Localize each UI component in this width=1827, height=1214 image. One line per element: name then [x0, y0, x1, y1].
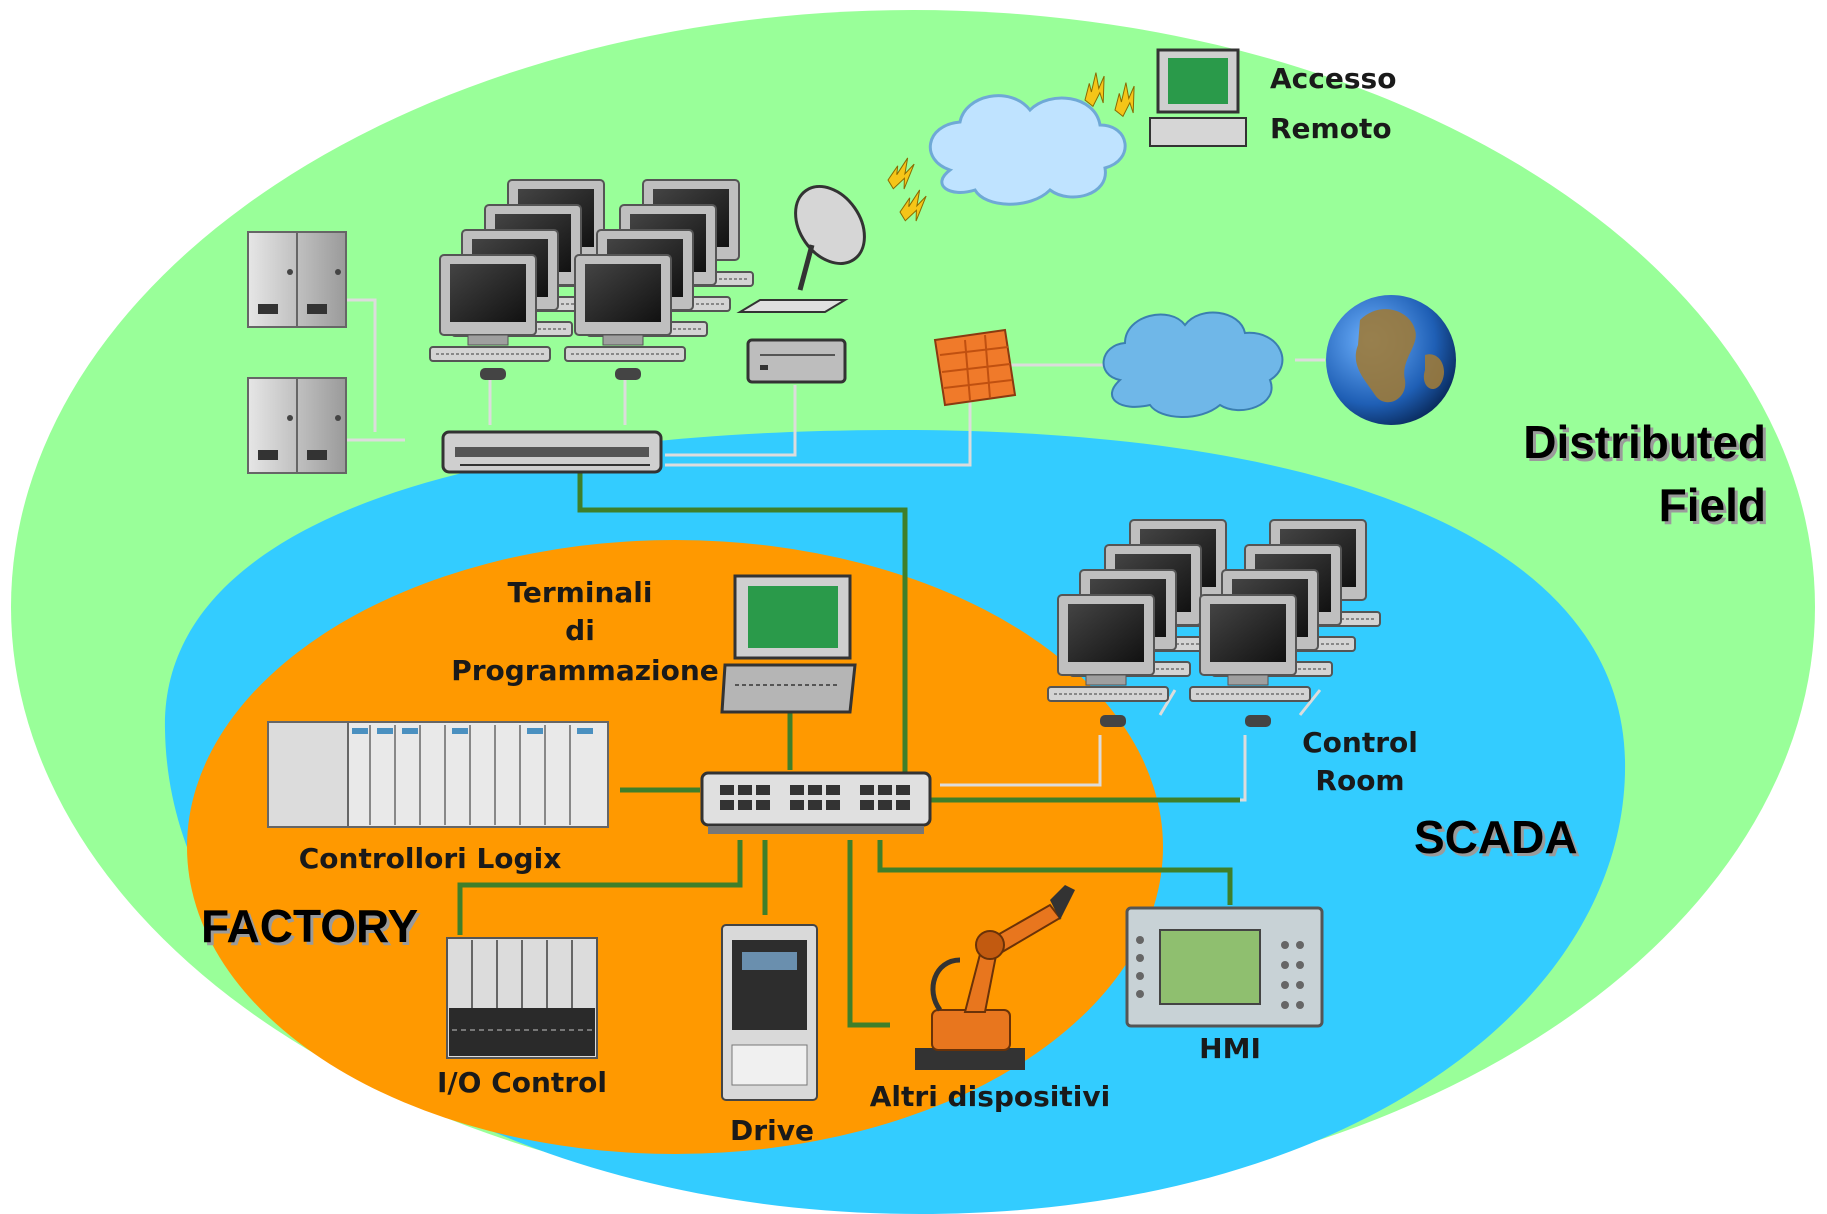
workstation-icon	[429, 179, 619, 380]
svg-text:Field: Field	[1659, 479, 1766, 531]
globe-icon	[1326, 295, 1456, 425]
control-room-label: Room	[1315, 764, 1404, 797]
network-switch-icon	[700, 771, 932, 834]
io-control-label: I/O Control	[437, 1066, 607, 1099]
io-module-icon	[446, 937, 598, 1059]
svg-text:FACTORY: FACTORY	[204, 903, 421, 955]
scada-label: SCADA SCADA	[1414, 811, 1581, 866]
remote-terminal-icon	[1149, 48, 1247, 147]
firewall-icon	[933, 328, 1017, 407]
router-icon	[441, 430, 663, 474]
other-devices-label: Altri dispositivi	[870, 1080, 1111, 1113]
programming-terminals-label: di	[565, 614, 595, 647]
control-room-workstations	[1047, 519, 1381, 727]
svg-text:Distributed: Distributed	[1523, 416, 1766, 468]
workstation-icon	[1047, 519, 1241, 727]
robot-arm-icon	[915, 885, 1075, 1070]
satellite-dish-icon	[736, 185, 866, 313]
programming-terminals-label: Programmazione	[451, 654, 719, 687]
factory-zone	[187, 540, 1163, 1154]
svg-text:FACTORY: FACTORY	[201, 900, 418, 952]
drive-label: Drive	[730, 1114, 814, 1147]
svg-text:SCADA: SCADA	[1414, 811, 1578, 863]
programming-terminals-label: Terminali	[508, 576, 653, 609]
svg-text:SCADA: SCADA	[1417, 814, 1581, 866]
plc-icon	[267, 721, 609, 828]
laptop-icon	[720, 574, 857, 714]
server-icon	[247, 231, 347, 328]
modem-icon	[746, 338, 847, 384]
distributed-field-label: Distributed Distributed Field Field	[1523, 416, 1769, 534]
svg-text:Distributed: Distributed	[1526, 419, 1769, 471]
cloud-icon	[928, 94, 1127, 206]
factory-label: FACTORY FACTORY	[201, 900, 421, 955]
hmi-label: HMI	[1199, 1032, 1261, 1065]
workstation-icon	[564, 179, 754, 380]
drive-icon	[721, 924, 818, 1101]
control-room-label: Control	[1302, 726, 1418, 759]
logix-controllers-label: Controllori Logix	[299, 842, 562, 875]
hmi-panel-icon	[1125, 906, 1324, 1028]
remote-access-label: Remoto	[1270, 112, 1392, 145]
cloud-icon	[1102, 311, 1284, 418]
svg-text:Field: Field	[1662, 482, 1769, 534]
workstation-icon	[1189, 519, 1381, 727]
remote-access-label: Accesso	[1270, 62, 1396, 95]
server-icon	[247, 377, 347, 474]
